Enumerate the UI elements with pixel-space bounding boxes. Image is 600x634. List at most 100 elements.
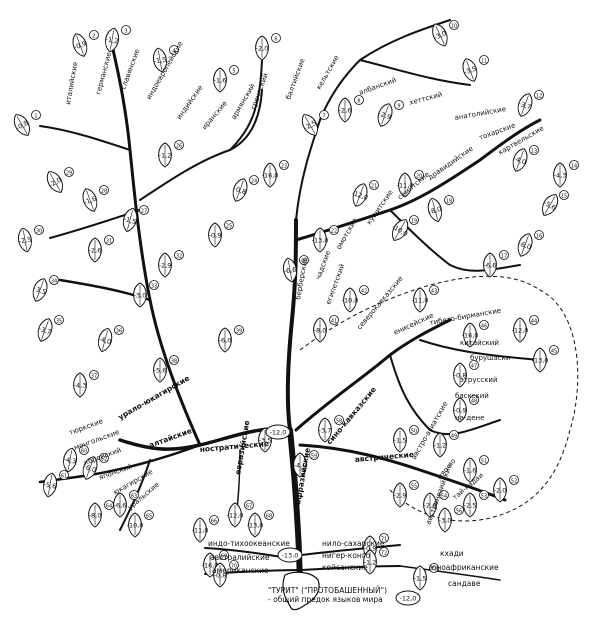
leaf-number: 9 [397, 104, 400, 110]
leaf-number-badge [54, 315, 64, 325]
branch-afrasian [294, 118, 542, 242]
leaf-age: -2,9 [394, 492, 407, 500]
leaf-age: -6,0 [517, 240, 532, 252]
leaf-age: -2,6 [424, 502, 437, 510]
leaf-icon: -0,9 [72, 33, 88, 57]
leaf-number-badge [89, 370, 99, 380]
branch-label: италийские [64, 61, 79, 105]
leaf-icon: -13,0 [532, 347, 548, 373]
leaf-number: 8 [357, 99, 360, 105]
leaf-number-badge [369, 180, 379, 190]
leaf-number: 33 [151, 284, 157, 290]
leaf-number: 61 [61, 474, 67, 480]
leaf-icon: -4,0 [293, 452, 307, 478]
leaf-number: 17 [501, 254, 507, 260]
branch-label: этрусский [460, 376, 498, 384]
leaf-icon: -11,0 [397, 172, 414, 198]
leaf-age: -1,6 [83, 195, 98, 207]
leaf-icon: -10,0 [390, 219, 409, 241]
leaf-icon: -6,0 [517, 233, 533, 257]
branch-label: чадские [314, 250, 332, 281]
leaf-number: 35 [56, 319, 62, 325]
leaf-number-badge [499, 250, 509, 260]
leaf-number-badge [279, 160, 289, 170]
root-label-far: юноафриканские [430, 563, 499, 572]
leaf-number-badge [299, 255, 309, 265]
leaf-number-badge [139, 205, 149, 215]
leaf-number: 16 [536, 234, 542, 240]
leaf-number-badge [34, 225, 44, 235]
leaf-number: 11 [481, 59, 487, 65]
branch-label: хеттский [408, 90, 443, 106]
leaf-age: -11,0 [412, 297, 429, 305]
leaf-number: 46 [481, 324, 487, 330]
leaf-icon: -1,5 [152, 47, 167, 73]
leaf-icon: -2,6 [423, 492, 437, 518]
leaf-number: 4 [172, 49, 175, 55]
leaf-age: -1,5 [153, 55, 167, 65]
leaf-age: -0,8 [214, 572, 227, 580]
branch-east-up [229, 59, 263, 151]
leaf-number: 73 [431, 567, 437, 573]
leaf-age: -6,6 [283, 265, 297, 275]
root-label-right: койсанские [322, 563, 368, 572]
leaf-age: -0,8 [454, 372, 467, 380]
root-label-right: нигер-конго [322, 551, 371, 560]
leaf-age: -2,6 [89, 247, 102, 255]
branch-label: индоевропейские [145, 40, 185, 101]
leaf-number-badge [479, 490, 489, 500]
leaf-age: -0,9 [364, 545, 377, 553]
leaf-number-badge [379, 547, 389, 557]
leaf-number: 41 [331, 319, 337, 325]
leaf-number-badge [329, 225, 339, 235]
leaf-number: 68 [266, 514, 272, 520]
leaf-number-badge [529, 315, 539, 325]
leaf-number: 42 [361, 289, 367, 295]
leaf-number: 38 [171, 359, 177, 365]
leaf-age: -16,0 [262, 172, 279, 180]
leaf-age: -3,0 [439, 517, 452, 525]
leaf-number: 6 [274, 37, 277, 43]
leaf-icon: -12,0 [512, 317, 528, 343]
leaf-icon: -4,0 [512, 148, 528, 172]
root-caption-line1: "ТУРИТ" ("ПРОТОБАШЕННЫЙ") [268, 586, 387, 595]
branch-sino-3 [419, 339, 541, 361]
leaf-icon: -1,2 [105, 27, 120, 53]
leaf-number: 31 [106, 239, 112, 245]
leaf-number-badge [354, 95, 364, 105]
leaf-icon: -10,0 [127, 512, 143, 538]
leaf-age: -11,0 [192, 527, 209, 535]
leaf-icon: -2,9 [377, 103, 393, 127]
branch-berber [359, 59, 471, 86]
leaf-number-badge [319, 110, 329, 120]
leaf-icon: -2,9 [158, 252, 172, 278]
leaf-age: -12,0 [227, 512, 244, 520]
leaf-number: 45 [551, 349, 557, 355]
leaf-number: 43 [431, 289, 437, 295]
root-label-far: сандаве [448, 579, 481, 588]
root-label-left: американские [212, 566, 269, 575]
leaf-age: -11,0 [397, 182, 414, 190]
leaf-icon: -4,3 [73, 372, 87, 398]
leaf-number: 63 [131, 494, 137, 500]
leaf-icon: -2,9 [393, 482, 407, 508]
leaf-age: -3,7 [319, 427, 332, 435]
leaf-number: 49 [451, 434, 457, 440]
leaf-number: 51 [481, 459, 487, 465]
leaf-icon: -3,7 [318, 417, 332, 443]
leaf-icon: -4,3 [63, 447, 78, 473]
leaf-age: -3,5 [32, 285, 47, 297]
leaf-number-badge [469, 395, 479, 405]
leaf-number: 52 [511, 479, 517, 485]
leaf-number: 18 [446, 199, 452, 205]
leaf-number-badge [479, 320, 489, 330]
leaf-number-badge [104, 235, 114, 245]
leaf-number-badge [59, 470, 69, 480]
leaf-icon: -6,6 [113, 492, 127, 518]
leaf-number: 60 [81, 449, 87, 455]
leaf-icon: -3,7 [37, 318, 53, 342]
leaf-number: 53 [481, 494, 487, 500]
leaf-icon: -1,5 [413, 565, 427, 591]
leaf-icon: -12,0 [227, 502, 244, 528]
leaf-number: 27 [141, 209, 147, 215]
